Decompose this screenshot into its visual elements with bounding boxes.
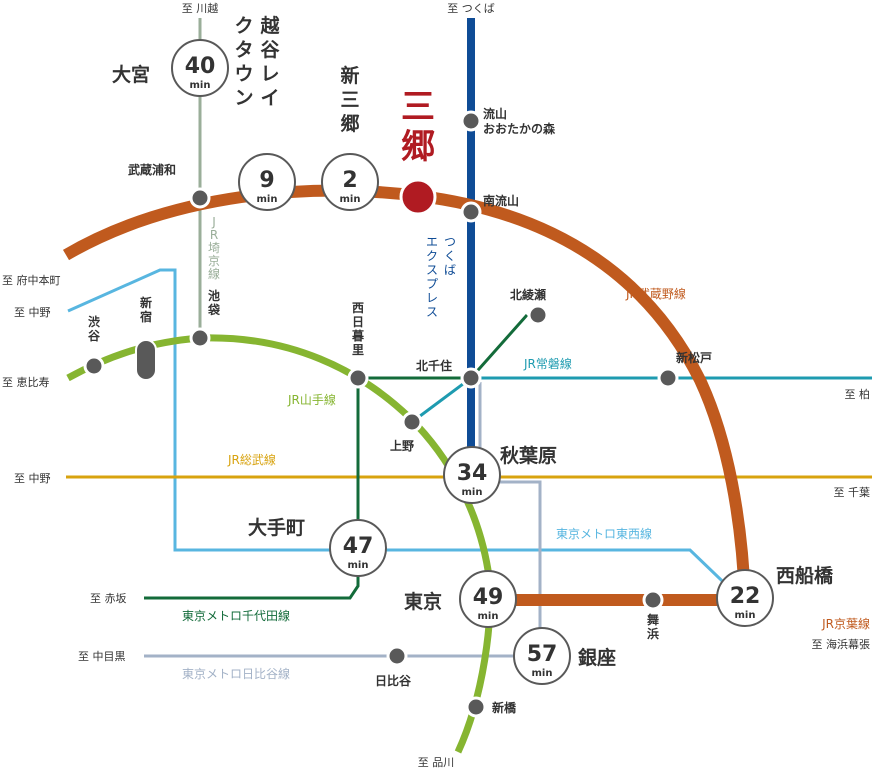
station-hibiya: 日比谷: [375, 673, 412, 688]
badge-otemachi: 47 min: [329, 519, 387, 577]
yamanote-line: [66, 334, 494, 754]
kita-ayase-dot: [527, 304, 549, 326]
badge-ginza: 57 min: [513, 627, 571, 685]
station-misato-home: 三郷: [401, 87, 435, 167]
station-minami-nagareyama: 南流山: [483, 193, 519, 208]
dest-nakameguro: 至 中目黒: [78, 650, 126, 663]
station-kita-senju: 北千住: [416, 358, 452, 373]
line-label-chiyoda: 東京メトロ千代田線: [182, 608, 290, 623]
station-ikebukuro: 池袋: [207, 288, 221, 317]
station-shinbashi: 新橋: [492, 700, 517, 715]
svg-text:min: min: [478, 611, 499, 622]
svg-text:47: 47: [343, 534, 374, 559]
svg-text:49: 49: [473, 585, 504, 610]
station-nagareyama-otaka: 流山おおたかの森: [483, 106, 556, 136]
line-label-keiyo: JR京葉線: [821, 616, 870, 631]
line-label-yamanote: JR山手線: [287, 392, 336, 407]
musashino-line: [62, 184, 751, 601]
dest-tsukuba: 至 つくば: [447, 2, 495, 15]
station-ginza: 銀座: [578, 646, 616, 669]
svg-text:min: min: [348, 560, 369, 571]
station-omiya: 大宮: [112, 63, 150, 86]
line-label-musashino: JR武蔵野線: [625, 286, 686, 301]
station-nishi-funabashi: 西船橋: [776, 564, 834, 587]
station-akihabara: 秋葉原: [500, 444, 557, 467]
badge-shinmisato: 2 min: [321, 153, 379, 211]
nishi-nippori-dot: [347, 367, 369, 389]
ueno-dot: [401, 411, 423, 433]
station-nishi-nippori: 西日暮里: [351, 301, 365, 357]
line-label-hibiya: 東京メトロ日比谷線: [182, 666, 290, 681]
svg-text:2: 2: [342, 168, 357, 193]
station-shinmisato: 新三郷: [340, 64, 359, 135]
station-tokyo: 東京: [404, 590, 442, 613]
badge-nishi-funabashi: 22 min: [716, 569, 774, 627]
dest-nakano-top: 至 中野: [14, 306, 51, 319]
station-ueno: 上野: [390, 438, 414, 453]
station-koshigaya: 越谷レイクタウン: [234, 14, 280, 109]
svg-text:9: 9: [259, 168, 274, 193]
station-shibuya: 渋谷: [88, 314, 101, 343]
svg-text:min: min: [190, 80, 211, 91]
ikebukuro-dot: [189, 327, 211, 349]
svg-text:min: min: [257, 194, 278, 205]
dest-kaihin: 至 海浜幕張: [812, 637, 871, 651]
station-musashi-urawa: 武蔵浦和: [128, 162, 176, 177]
dest-akasaka: 至 赤坂: [90, 592, 127, 605]
shin-matsudo-dot: [657, 367, 679, 389]
badge-akihabara: 34 min: [443, 446, 501, 504]
dest-chiba: 至 千葉: [834, 485, 871, 499]
line-label-tozai: 東京メトロ東西線: [556, 526, 652, 541]
badge-omiya: 40 min: [171, 39, 229, 97]
station-shinjuku: 新宿: [140, 295, 152, 324]
shinjuku-station-marker: [135, 339, 157, 381]
dest-ebisu: 至 恵比寿: [2, 375, 50, 389]
dest-kashiwa: 至 柏: [845, 387, 871, 401]
line-label-joban: JR常磐線: [523, 356, 572, 371]
dest-fuchu: 至 府中本町: [2, 273, 61, 287]
station-otemachi: 大手町: [248, 516, 305, 539]
badge-koshigaya: 9 min: [238, 153, 296, 211]
svg-text:min: min: [735, 610, 756, 621]
svg-text:min: min: [532, 668, 553, 679]
dest-nakano-mid: 至 中野: [14, 472, 51, 485]
minami-nagareyama-dot: [460, 201, 482, 223]
hibiya-dot: [386, 645, 408, 667]
station-shin-matsudo: 新松戸: [676, 350, 712, 365]
shibuya-dot: [83, 355, 105, 377]
tozai-line: [67, 268, 744, 602]
svg-text:34: 34: [457, 461, 488, 486]
station-kita-ayase: 北綾瀬: [510, 287, 546, 302]
station-maihama: 舞浜: [646, 612, 659, 641]
dest-kawagoe: 至 川越: [182, 1, 219, 15]
shinbashi-dot: [465, 696, 487, 718]
misato-home-marker: [399, 178, 437, 216]
svg-text:40: 40: [185, 54, 216, 79]
badge-tokyo: 49 min: [459, 570, 517, 628]
kita-senju-dot: [460, 367, 482, 389]
nagareyama-otaka-dot: [460, 110, 482, 132]
line-label-sobu: JR総武線: [227, 452, 276, 467]
dest-shinagawa: 至 品川: [418, 756, 455, 769]
maihama-dot: [642, 589, 664, 611]
svg-text:22: 22: [730, 584, 761, 609]
svg-text:min: min: [462, 487, 483, 498]
musashi-urawa-dot: [189, 187, 211, 209]
svg-text:min: min: [340, 194, 361, 205]
svg-text:57: 57: [527, 642, 558, 667]
chiyoda-line: [144, 314, 529, 600]
ueno-connector: [411, 376, 472, 424]
line-label-tsukuba: つくばエクスプレス: [426, 235, 456, 319]
